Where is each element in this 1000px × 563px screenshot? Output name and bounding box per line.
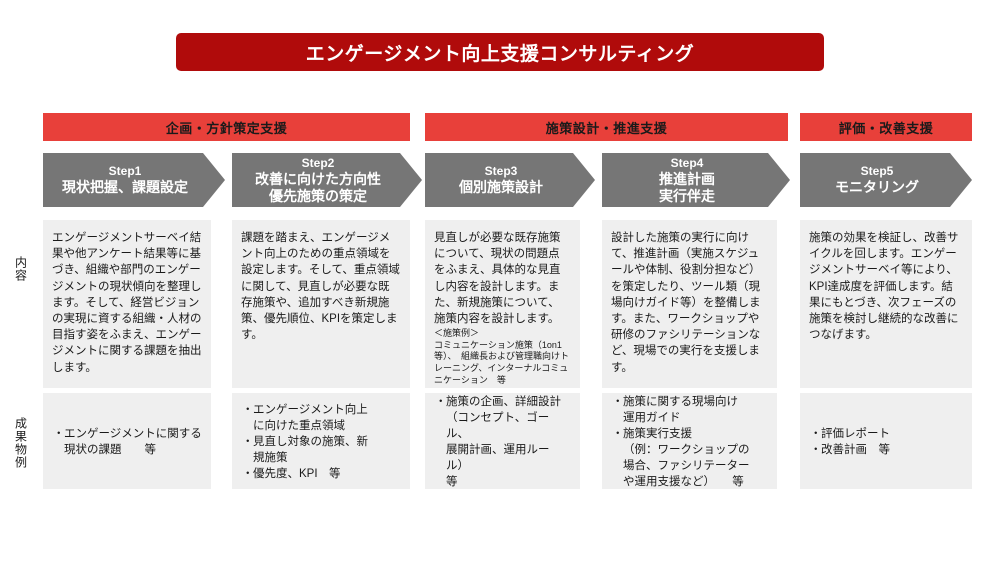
category-header-label: 施策設計・推進支援 xyxy=(545,120,668,136)
list-item: ・見直し対象の施策、新 規施策 xyxy=(240,434,402,466)
category-header-evaluation: 評価・改善支援 xyxy=(800,113,972,141)
content-cell-step3: 見直しが必要な既存施策について、現状の問題点をふまえ、具体的な見直し内容を設計し… xyxy=(425,220,580,388)
step-number: Step5 xyxy=(860,164,894,178)
list-item: ・施策実行支援 （例：ワークショップの 場合、ファシリテーター や運用支援など）… xyxy=(610,426,769,490)
list-item-label: 評価レポート xyxy=(821,427,890,440)
content-cell-step5: 施策の効果を検証し、改善サイクルを回します。エンゲージメントサーベイ等により、K… xyxy=(800,220,972,388)
list-item-label: 改善計画 等 xyxy=(821,443,890,456)
list-item-label: 施策の企画、詳細設計 （コンセプト、ゴール、 展開計画、運用ルール） 等 xyxy=(446,395,561,488)
row-label-content: 内容 xyxy=(13,256,28,282)
bullet-icon: ・ xyxy=(242,467,254,480)
content-cell-step2: 課題を踏まえ、エンゲージメント向上のための重点領域を設定します。そして、重点領域… xyxy=(232,220,410,388)
step-name: 個別施策設計 xyxy=(459,179,543,195)
category-header-planning: 企画・方針策定支援 xyxy=(43,113,410,141)
list-item: ・優先度、KPI 等 xyxy=(240,466,402,482)
content-text: 設計した施策の実行に向けて、推進計画（実施スケジュールや体制、役割分担など）を策… xyxy=(611,232,761,374)
step-chevron-2: Step2 改善に向けた方向性 優先施策の策定 xyxy=(232,153,422,207)
list-item-label: エンゲージメント向上 に向けた重点領域 xyxy=(253,403,368,432)
page-title-banner: エンゲージメント向上支援コンサルティング xyxy=(176,33,824,71)
bullet-icon: ・ xyxy=(810,427,822,440)
step-number: Step1 xyxy=(108,164,142,178)
content-cell-step1: エンゲージメントサーベイ結果や他アンケート結果等に基づき、組織や部門のエンゲージ… xyxy=(43,220,211,388)
bullet-icon: ・ xyxy=(435,395,447,408)
list-item: ・評価レポート xyxy=(808,426,964,442)
list-item: ・施策に関する現場向け 運用ガイド xyxy=(610,394,769,426)
content-text: 施策の効果を検証し、改善サイクルを回します。エンゲージメントサーベイ等により、K… xyxy=(809,232,959,342)
bullet-icon: ・ xyxy=(612,427,624,440)
content-cell-step4: 設計した施策の実行に向けて、推進計画（実施スケジュールや体制、役割分担など）を策… xyxy=(602,220,777,388)
category-header-label: 企画・方針策定支援 xyxy=(165,120,288,136)
deliverables-list: ・エンゲージメント向上 に向けた重点領域 ・見直し対象の施策、新 規施策 ・優先… xyxy=(240,402,402,482)
bullet-icon: ・ xyxy=(612,395,624,408)
list-item-label: エンゲージメントに関する 現状の課題 等 xyxy=(64,427,202,456)
content-examples-text: ＜施策例＞ コミュニケーション施策（1on1等）、 組織長および管理職向けトレー… xyxy=(434,328,570,385)
deliverables-cell-step4: ・施策に関する現場向け 運用ガイド ・施策実行支援 （例：ワークショップの 場合… xyxy=(602,393,777,489)
list-item-label: 施策に関する現場向け 運用ガイド xyxy=(623,395,738,424)
content-text: エンゲージメントサーベイ結果や他アンケート結果等に基づき、組織や部門のエンゲージ… xyxy=(52,232,202,374)
step-number: Step2 xyxy=(301,155,335,170)
bullet-icon: ・ xyxy=(53,427,65,440)
content-text: 課題を踏まえ、エンゲージメント向上のための重点領域を設定します。そして、重点領域… xyxy=(241,232,400,342)
content-text: 見直しが必要な既存施策について、現状の問題点をふまえ、具体的な見直し内容を設計し… xyxy=(434,232,561,326)
category-header-label: 評価・改善支援 xyxy=(838,120,934,136)
step-chevron-1: Step1 現状把握、課題設定 xyxy=(43,153,225,207)
deliverables-list: ・エンゲージメントに関する 現状の課題 等 xyxy=(51,426,203,458)
deliverables-list: ・施策の企画、詳細設計 （コンセプト、ゴール、 展開計画、運用ルール） 等 xyxy=(433,394,572,490)
list-item: ・エンゲージメントに関する 現状の課題 等 xyxy=(51,426,203,458)
list-item: ・施策の企画、詳細設計 （コンセプト、ゴール、 展開計画、運用ルール） 等 xyxy=(433,394,572,490)
category-header-design-promotion: 施策設計・推進支援 xyxy=(425,113,788,141)
bullet-icon: ・ xyxy=(242,435,254,448)
deliverables-cell-step5: ・評価レポート ・改善計画 等 xyxy=(800,393,972,489)
list-item-label: 見直し対象の施策、新 規施策 xyxy=(253,435,368,464)
bullet-icon: ・ xyxy=(242,403,254,416)
step-chevron-5: Step5 モニタリング xyxy=(800,153,972,207)
step-chevron-4: Step4 推進計画 実行伴走 xyxy=(602,153,790,207)
list-item-label: 優先度、KPI 等 xyxy=(253,467,341,480)
deliverables-cell-step2: ・エンゲージメント向上 に向けた重点領域 ・見直し対象の施策、新 規施策 ・優先… xyxy=(232,393,410,489)
step-name: 改善に向けた方向性 優先施策の策定 xyxy=(255,170,381,204)
page-title: エンゲージメント向上支援コンサルティング xyxy=(305,43,695,65)
step-name: 現状把握、課題設定 xyxy=(62,179,188,195)
deliverables-cell-step1: ・エンゲージメントに関する 現状の課題 等 xyxy=(43,393,211,489)
step-name: 推進計画 実行伴走 xyxy=(659,170,715,204)
deliverables-cell-step3: ・施策の企画、詳細設計 （コンセプト、ゴール、 展開計画、運用ルール） 等 xyxy=(425,393,580,489)
row-label-deliverables: 成果物例 xyxy=(13,417,28,469)
step-number: Step4 xyxy=(670,155,704,170)
deliverables-list: ・施策に関する現場向け 運用ガイド ・施策実行支援 （例：ワークショップの 場合… xyxy=(610,394,769,490)
step-number: Step3 xyxy=(484,164,518,178)
list-item-label: 施策実行支援 （例：ワークショップの 場合、ファシリテーター や運用支援など） … xyxy=(623,427,750,488)
deliverables-list: ・評価レポート ・改善計画 等 xyxy=(808,426,964,458)
bullet-icon: ・ xyxy=(810,443,822,456)
step-name: モニタリング xyxy=(835,179,919,195)
step-chevron-3: Step3 個別施策設計 xyxy=(425,153,595,207)
list-item: ・エンゲージメント向上 に向けた重点領域 xyxy=(240,402,402,434)
list-item: ・改善計画 等 xyxy=(808,442,964,458)
